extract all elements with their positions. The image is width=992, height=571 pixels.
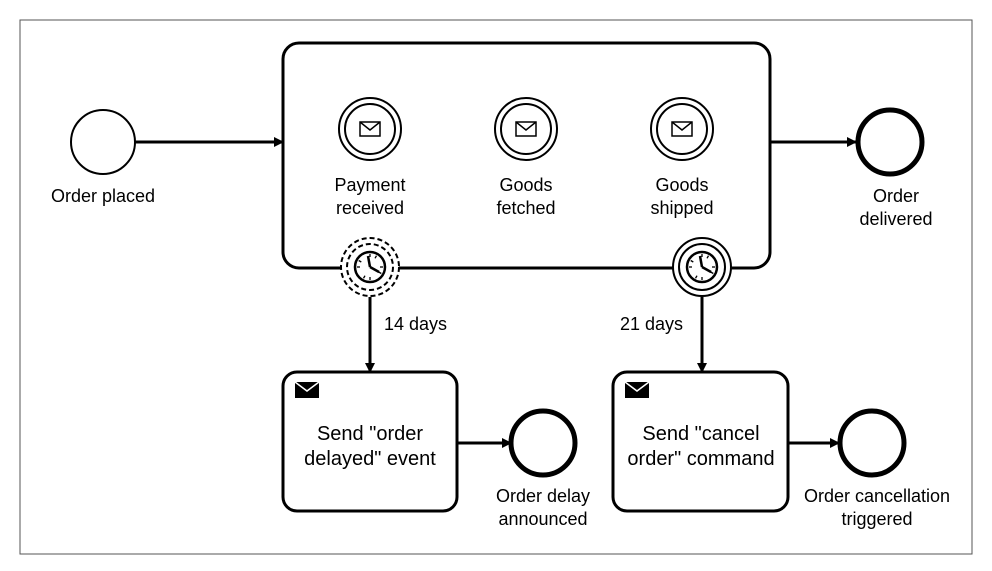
event-label-payment-line2: received [336,198,404,218]
end-cancel-label-line1: Order cancellation [804,486,950,506]
event-label-payment-line1: Payment [334,175,405,195]
end-event-delay-announced [508,408,578,478]
envelope-icon [671,121,693,137]
clock-icon [685,250,719,284]
intermediate-message-event-payment [338,97,402,161]
task-cancel-label-line1: Send "cancel [642,423,759,445]
task-delay-label-line2: delayed" event [304,448,436,470]
event-label-shipped-line1: Goods [655,175,708,195]
intermediate-message-event-shipped [650,97,714,161]
task-cancel-label-line2: order" command [627,448,774,470]
end-event-delivered [855,107,925,177]
timer-14-days-label: 14 days [384,314,447,334]
send-message-envelope-icon [294,381,320,398]
boundary-timer-event-21-days [672,237,732,297]
end-delay-label-line1: Order delay [496,486,590,506]
event-label-fetched-line2: fetched [496,198,555,218]
end-delivered-label-line1: Order [873,186,919,206]
intermediate-message-event-fetched [494,97,558,161]
task-send-order-delayed [281,370,459,513]
task-send-cancel-order [611,370,790,513]
boundary-timer-event-14-days [340,237,400,297]
start-event-label: Order placed [51,186,155,206]
start-event [70,109,136,175]
end-cancel-label-line2: triggered [841,509,912,529]
timer-21-days-label: 21 days [620,314,683,334]
task-delay-label-line1: Send "order [317,423,423,445]
event-label-shipped-line2: shipped [650,198,713,218]
event-label-fetched-line1: Goods [499,175,552,195]
envelope-icon [515,121,537,137]
end-delivered-label-line2: delivered [859,209,932,229]
clock-icon [353,250,387,284]
end-event-cancellation-triggered [837,408,907,478]
envelope-icon [359,121,381,137]
end-delay-label-line2: announced [498,509,587,529]
send-message-envelope-icon [624,381,650,398]
